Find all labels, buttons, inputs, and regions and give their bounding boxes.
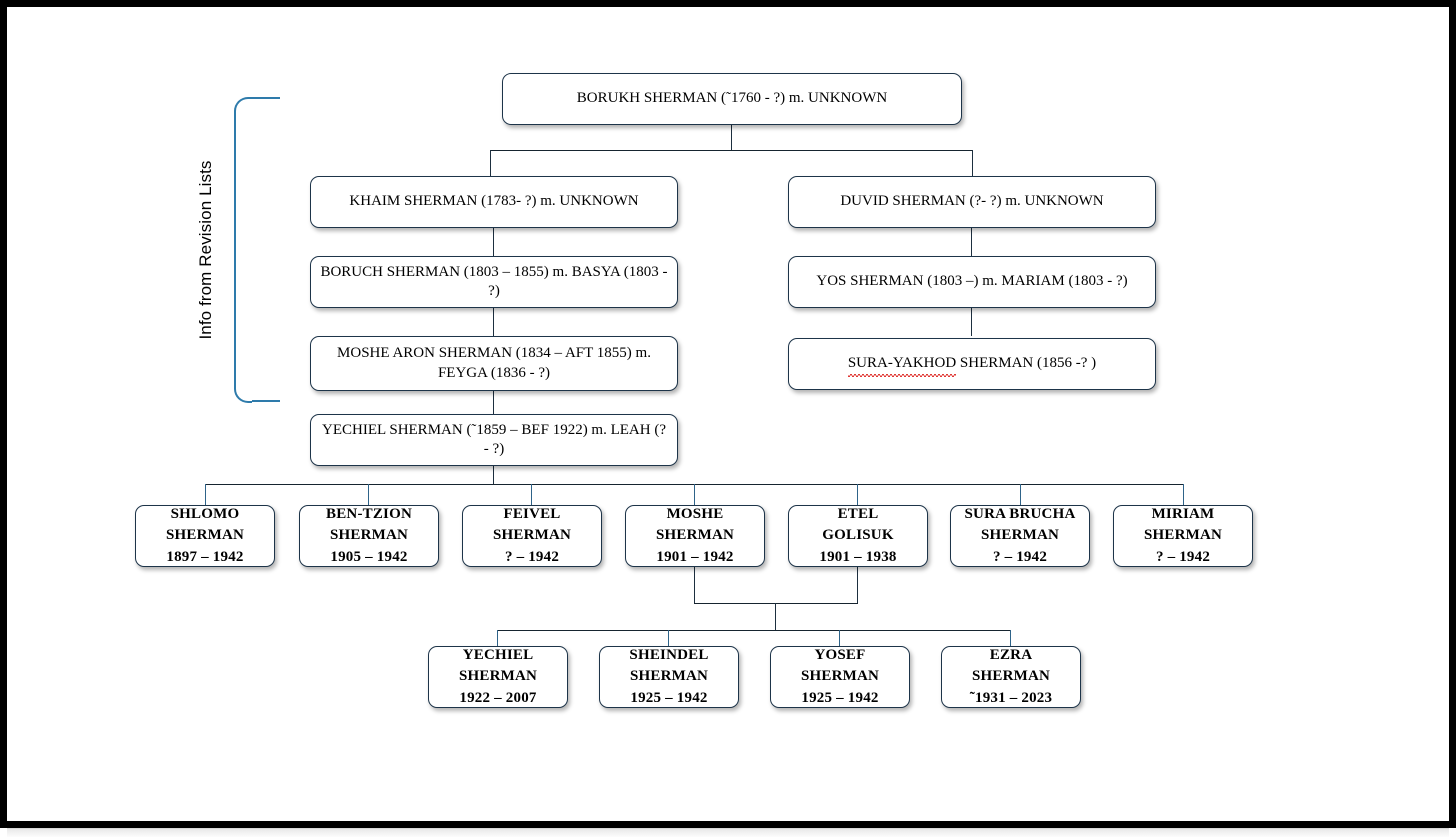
person-name-line2: SHERMAN bbox=[971, 668, 1051, 685]
connector-bentzion-drop bbox=[368, 484, 369, 505]
person-text-rest: SHERMAN (1856 -? ) bbox=[956, 355, 1097, 372]
person-name-line1: MIRIAM bbox=[1151, 506, 1215, 523]
person-dates: ˜1931 – 2023 bbox=[969, 689, 1053, 706]
connector-yos-to-surayakhod bbox=[971, 308, 972, 336]
person-text: KHAIM SHERMAN (1783- ?) m. UNKNOWN bbox=[349, 193, 639, 210]
person-name-line2: SHERMAN bbox=[1143, 527, 1223, 544]
connector-feivel-drop bbox=[531, 484, 532, 505]
person-name-line1: SURA BRUCHA bbox=[964, 506, 1076, 523]
person-name-line1: YECHIEL bbox=[462, 647, 534, 664]
connector-khaim-to-boruch bbox=[493, 228, 494, 256]
person-text: YOS SHERMAN (1803 –) m. MARIAM (1803 - ?… bbox=[816, 273, 1128, 290]
person-name-line2: SHERMAN bbox=[458, 668, 538, 685]
connector-miriam-drop bbox=[1020, 484, 1021, 505]
person-node-sheindel-sherman[interactable]: SHEINDEL SHERMAN 1925 – 1942 bbox=[599, 646, 739, 708]
person-node-yos-sherman[interactable]: YOS SHERMAN (1803 –) m. MARIAM (1803 - ?… bbox=[788, 256, 1156, 308]
person-node-sura-brucha-sherman[interactable]: SURA BRUCHA SHERMAN ? – 1942 bbox=[950, 505, 1090, 567]
connector-shlomo-drop bbox=[205, 484, 206, 505]
connector-moshe-drop bbox=[694, 484, 695, 505]
connector-marriage-bar bbox=[694, 603, 858, 604]
person-dates: ? – 1942 bbox=[992, 548, 1048, 565]
person-dates: 1925 – 1942 bbox=[801, 689, 879, 706]
connector-union-to-gen6 bbox=[775, 603, 776, 631]
misspelled-name: SURA-YAKHOD bbox=[847, 354, 957, 377]
person-node-yosef-sherman[interactable]: YOSEF SHERMAN 1925 – 1942 bbox=[770, 646, 910, 708]
person-dates: 1901 – 1938 bbox=[819, 548, 897, 565]
person-node-moshe-sherman[interactable]: MOSHE SHERMAN 1901 – 1942 bbox=[625, 505, 765, 567]
page-frame-right bbox=[1449, 0, 1456, 828]
connector-moshe-union-drop bbox=[694, 567, 695, 604]
person-node-ezra-sherman[interactable]: EZRA SHERMAN ˜1931 – 2023 bbox=[941, 646, 1081, 708]
bracket-tip-top bbox=[252, 97, 280, 100]
person-node-shlomo-sherman[interactable]: SHLOMO SHERMAN 1897 – 1942 bbox=[135, 505, 275, 567]
person-dates: 1901 – 1942 bbox=[656, 548, 734, 565]
person-text: DUVID SHERMAN (?- ?) m. UNKNOWN bbox=[840, 193, 1104, 210]
connector-gen1-bar bbox=[490, 150, 973, 151]
person-dates: ? – 1942 bbox=[1155, 548, 1211, 565]
person-name-line1: ETEL bbox=[837, 506, 879, 523]
person-name-line2: SHERMAN bbox=[165, 527, 245, 544]
person-name-line1: SHEINDEL bbox=[629, 647, 709, 664]
person-name-line2: SHERMAN bbox=[329, 527, 409, 544]
revision-lists-label: Info from Revision Lists bbox=[196, 160, 215, 340]
connector-duvid-to-yos bbox=[971, 228, 972, 256]
person-node-feivel-sherman[interactable]: FEIVEL SHERMAN ? – 1942 bbox=[462, 505, 602, 567]
person-dates: 1905 – 1942 bbox=[330, 548, 408, 565]
connector-yosef-drop bbox=[839, 630, 840, 647]
connector-borukh-drop bbox=[731, 125, 732, 151]
page-frame-top bbox=[0, 0, 1456, 7]
connector-miriam2-drop bbox=[1183, 484, 1184, 505]
person-text-line1: MOSHE ARON SHERMAN (1834 – AFT 1855) m. bbox=[337, 345, 651, 362]
person-node-borukh-sherman[interactable]: BORUKH SHERMAN (˜1760 - ?) m. UNKNOWN bbox=[502, 73, 962, 125]
person-dates: 1925 – 1942 bbox=[630, 689, 708, 706]
page-bottom-shadow bbox=[7, 828, 1449, 837]
connector-moshearon-to-yechiel bbox=[493, 391, 494, 415]
person-name-line2: GOLISUK bbox=[822, 527, 894, 544]
connector-khaim-drop bbox=[490, 150, 491, 176]
person-node-duvid-sherman[interactable]: DUVID SHERMAN (?- ?) m. UNKNOWN bbox=[788, 176, 1156, 228]
connector-surabrucha-drop bbox=[857, 484, 858, 505]
person-text: YECHIEL SHERMAN (˜1859 – BEF 1922) m. LE… bbox=[322, 421, 666, 457]
person-node-moshe-aron-sherman[interactable]: MOSHE ARON SHERMAN (1834 – AFT 1855) m. … bbox=[310, 336, 678, 391]
person-dates: 1897 – 1942 bbox=[166, 548, 244, 565]
connector-boruch-to-moshearon bbox=[493, 308, 494, 336]
connector-ezra-drop bbox=[1010, 630, 1011, 647]
bracket-tip-bottom bbox=[252, 400, 280, 403]
person-text-line2: FEYGA (1836 - ?) bbox=[437, 364, 551, 381]
person-name-line2: SHERMAN bbox=[980, 527, 1060, 544]
connector-yechiel1922-drop bbox=[497, 630, 498, 647]
connector-sheindel-drop bbox=[668, 630, 669, 647]
bracket-mask bbox=[252, 94, 286, 406]
connector-gen6-bar bbox=[497, 630, 1010, 631]
person-text: BORUCH SHERMAN (1803 – 1855) m. BASYA (1… bbox=[320, 263, 668, 299]
person-dates: ? – 1942 bbox=[504, 548, 560, 565]
person-node-etel-golisuk[interactable]: ETEL GOLISUK 1901 – 1938 bbox=[788, 505, 928, 567]
person-node-miriam-sherman[interactable]: MIRIAM SHERMAN ? – 1942 bbox=[1113, 505, 1253, 567]
person-node-khaim-sherman[interactable]: KHAIM SHERMAN (1783- ?) m. UNKNOWN bbox=[310, 176, 678, 228]
connector-duvid-drop bbox=[972, 150, 973, 176]
person-node-boruch-sherman[interactable]: BORUCH SHERMAN (1803 – 1855) m. BASYA (1… bbox=[310, 256, 678, 308]
page-frame-bottom bbox=[0, 821, 1456, 828]
person-name-line2: SHERMAN bbox=[655, 527, 735, 544]
person-name-line2: SHERMAN bbox=[492, 527, 572, 544]
person-name-line1: EZRA bbox=[989, 647, 1033, 664]
person-dates: 1922 – 2007 bbox=[459, 689, 537, 706]
person-name-line1: FEIVEL bbox=[503, 506, 561, 523]
connector-etel-union-drop bbox=[857, 567, 858, 604]
person-name-line1: MOSHE bbox=[666, 506, 724, 523]
person-name-line1: BEN-TZION bbox=[326, 506, 412, 523]
person-name-line1: SHLOMO bbox=[170, 506, 240, 523]
person-node-yechiel-sherman-1922[interactable]: YECHIEL SHERMAN 1922 – 2007 bbox=[428, 646, 568, 708]
person-text: BORUKH SHERMAN (˜1760 - ?) m. UNKNOWN bbox=[576, 90, 888, 107]
person-name-line1: YOSEF bbox=[814, 647, 866, 664]
person-name-line2: SHERMAN bbox=[800, 668, 880, 685]
page-frame-left bbox=[0, 0, 7, 828]
person-node-ben-tzion-sherman[interactable]: BEN-TZION SHERMAN 1905 – 1942 bbox=[299, 505, 439, 567]
connector-yechiel-drop bbox=[493, 466, 494, 485]
person-name-line2: SHERMAN bbox=[629, 668, 709, 685]
person-node-sura-yakhod-sherman[interactable]: SURA-YAKHOD SHERMAN (1856 -? ) bbox=[788, 338, 1156, 390]
person-node-yechiel-sherman[interactable]: YECHIEL SHERMAN (˜1859 – BEF 1922) m. LE… bbox=[310, 414, 678, 466]
